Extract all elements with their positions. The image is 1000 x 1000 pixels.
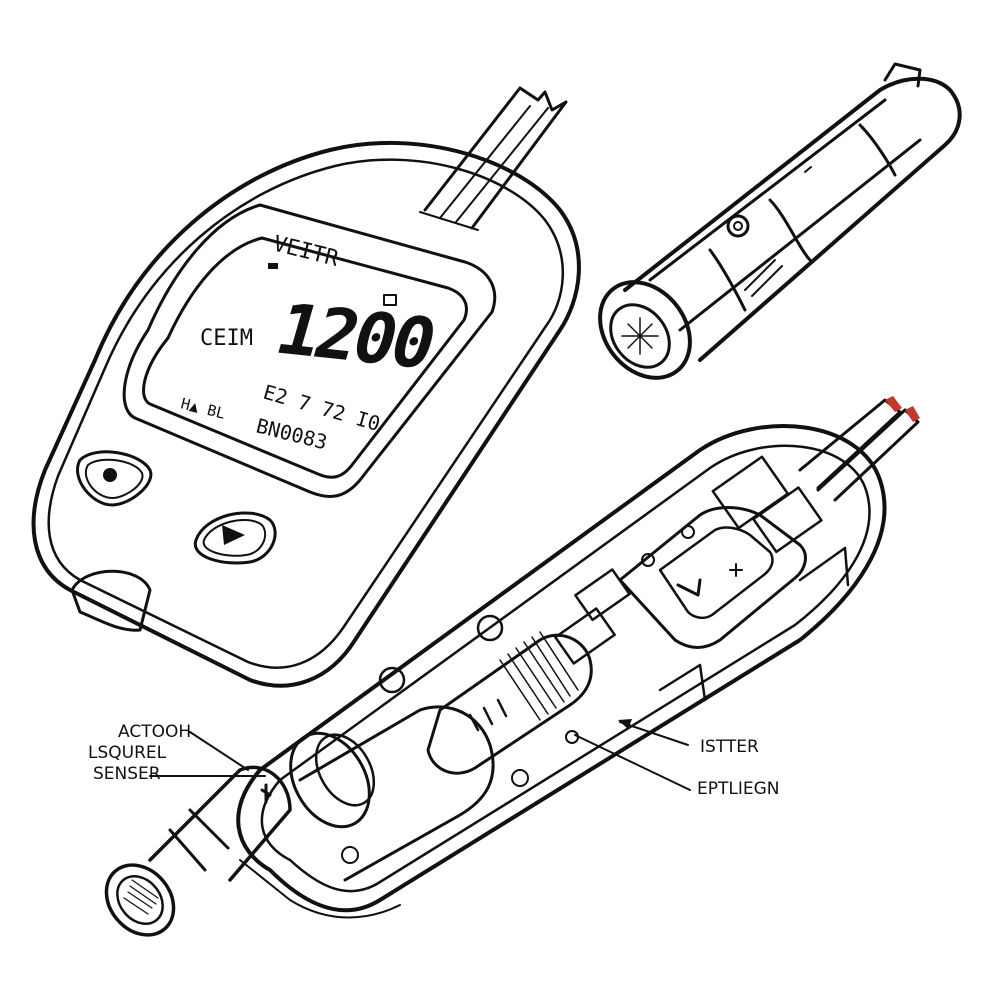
device-chip-module (618, 506, 807, 649)
device-battery-cell (260, 705, 495, 882)
lcd-code: BN0083 (254, 414, 330, 455)
device-test-strips (798, 396, 920, 502)
meter-lcd (142, 236, 468, 479)
lancing-device (598, 62, 962, 380)
lancer-tip (598, 280, 692, 380)
disassembled-device (104, 396, 920, 937)
meter-button-right[interactable] (193, 511, 277, 565)
lancer-release-button (726, 214, 750, 238)
callout-label-senser: SENSER (93, 764, 161, 784)
meter-body (31, 140, 581, 688)
lcd-battery-icon (383, 294, 397, 306)
callout-lines (149, 719, 691, 791)
meter-test-strip (419, 86, 568, 231)
callout-label-lsqurel: LSQUREL (88, 743, 167, 763)
callout-label-actooh: ACTOOH (118, 722, 191, 742)
play-triangle-icon (222, 525, 245, 545)
dot-icon (103, 468, 117, 482)
lcd-reading: 1200 (267, 289, 442, 384)
device-spring-module (426, 631, 593, 775)
device-housing (236, 424, 887, 913)
device-components (341, 455, 850, 864)
meter-port (70, 569, 152, 632)
callout-label-istter: ISTTER (700, 737, 759, 757)
lcd-mode-label: CEIM (200, 326, 253, 351)
meter-screen-bezel (122, 203, 497, 498)
meter-button-left[interactable] (76, 450, 153, 507)
lcd-top-label: VEITR (271, 232, 342, 272)
callout-label-eptliegn: EPTLIEGN (697, 779, 780, 799)
lcd-indicator (268, 263, 278, 269)
device-nozzle (104, 765, 292, 937)
